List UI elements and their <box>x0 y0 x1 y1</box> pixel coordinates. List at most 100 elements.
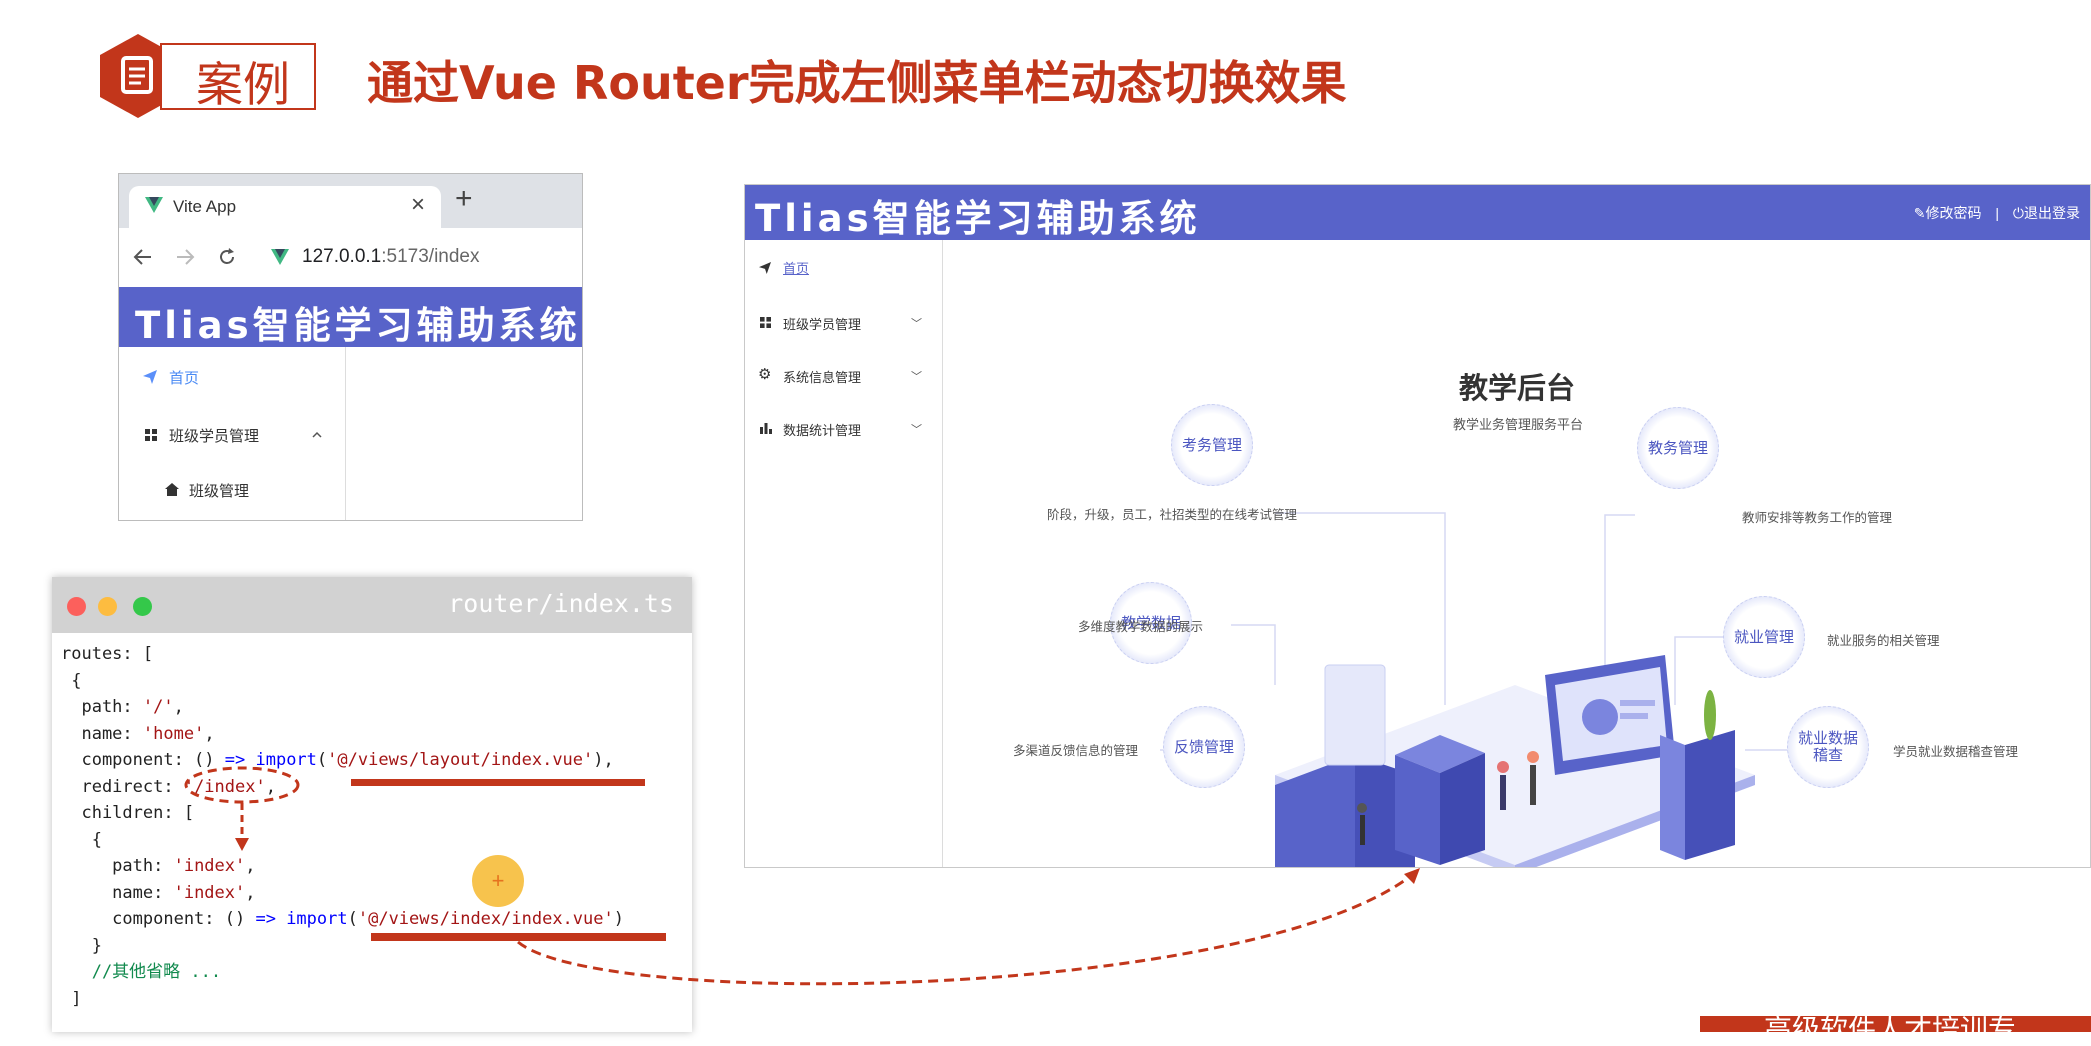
code-body: routes: [ { path: '/', name: 'home', com… <box>61 641 624 1012</box>
code-key: name: <box>61 882 174 903</box>
mini-tab-strip: Vite App × + <box>119 174 582 228</box>
code-string: '@/views/index/index.vue' <box>357 909 614 929</box>
node-employment-data-line2: 稽查 <box>1812 747 1843 764</box>
reload-icon[interactable] <box>217 247 237 267</box>
code-key: name: <box>61 723 143 744</box>
chevron-down-icon[interactable]: ﹀ <box>911 318 922 330</box>
redirect-arrow-head <box>235 838 249 851</box>
corner-banner-text: 高级软件人才培训专 <box>1764 1013 2017 1046</box>
change-password-link[interactable]: 修改密码 <box>1925 205 1982 221</box>
mini-browser-window: Vite App × + 127.0.0.1:5173/index Tlias智… <box>118 173 583 521</box>
maximize-dot-icon[interactable] <box>133 597 152 616</box>
send-icon <box>759 262 771 274</box>
mini-menu-home[interactable]: 首页 <box>169 370 200 387</box>
menu-class-students[interactable]: 班级学员管理 <box>783 317 862 332</box>
node-employment-data-audit[interactable]: 就业数据 稽查 <box>1787 706 1869 788</box>
dashboard-subtitle: 教学业务管理服务平台 <box>1453 417 1584 432</box>
node-teaching-data[interactable]: 教学数据 <box>1110 582 1192 664</box>
url-path: :5173/index <box>381 246 480 267</box>
mini-menu-class-students[interactable]: 班级学员管理 <box>169 428 260 445</box>
code-import: import <box>245 750 317 770</box>
mini-tab-close-icon[interactable]: × <box>411 191 426 218</box>
mini-app-title: Tlias智能学习辅助系统 <box>135 304 581 347</box>
dashboard-title: 教学后台 <box>1459 371 1576 405</box>
mini-browser-tab[interactable]: Vite App × <box>129 186 441 228</box>
code-string: 'home' <box>142 723 205 744</box>
code-string: '/index' <box>183 776 266 797</box>
node-exam-management[interactable]: 考务管理 <box>1171 404 1253 486</box>
code-line: component: () => import('@/views/index/i… <box>61 909 624 929</box>
code-string: '@/views/layout/index.vue' <box>327 750 594 770</box>
code-line: ] <box>61 988 82 1009</box>
forward-arrow-icon[interactable] <box>175 248 195 266</box>
code-punct: , <box>245 856 256 876</box>
slide-title: 通过Vue Router完成左侧菜单栏动态切换效果 <box>367 56 1347 110</box>
code-line: name: 'home', <box>61 723 215 744</box>
chevron-down-icon[interactable]: ﹀ <box>911 371 922 383</box>
code-punct: , <box>204 723 215 744</box>
code-line: children: [ <box>61 803 195 823</box>
code-punct: , <box>173 697 184 717</box>
menu-home-label: 首页 <box>783 261 810 276</box>
close-dot-icon[interactable] <box>67 597 86 616</box>
code-punct: ) <box>613 909 624 929</box>
node-feedback-desc: 多渠道反馈信息的管理 <box>1013 744 1139 758</box>
code-arrow: => <box>224 750 246 770</box>
code-comment: //其他省略 ... <box>61 962 222 982</box>
code-punct: ( <box>316 750 328 770</box>
app-window: Tlias智能学习辅助系统 ✎修改密码 | ⏻退出登录 首页 班级学员管理 ﹀ … <box>744 184 2091 868</box>
code-string: 'index' <box>173 856 246 876</box>
back-arrow-icon[interactable] <box>133 248 153 266</box>
code-line: } <box>61 935 102 956</box>
app-header: Tlias智能学习辅助系统 ✎修改密码 | ⏻退出登录 <box>745 185 2090 240</box>
app-title: Tlias智能学习辅助系统 <box>755 197 1201 240</box>
code-titlebar: router/index.ts <box>52 577 692 633</box>
link-arrow-curve <box>517 873 1413 986</box>
grid-icon <box>760 317 771 328</box>
mini-sidebar: 首页 班级学员管理 班级管理 <box>119 347 346 520</box>
power-icon: ⏻ <box>2012 205 2024 221</box>
home-icon <box>165 483 179 496</box>
header-actions: ✎修改密码 | ⏻退出登录 <box>1914 203 2080 223</box>
bar-chart-icon <box>760 423 772 434</box>
code-key: path: <box>61 856 174 876</box>
new-tab-icon[interactable]: + <box>455 182 473 215</box>
code-key: path: <box>61 697 143 717</box>
code-line: name: 'index', <box>61 882 255 903</box>
node-feedback-management[interactable]: 反馈管理 <box>1163 706 1245 788</box>
code-key: redirect: <box>61 776 184 797</box>
code-punct: , <box>265 776 276 797</box>
menu-system-info[interactable]: 系统信息管理 <box>783 370 862 385</box>
code-filename: router/index.ts <box>448 589 674 618</box>
code-string: '/' <box>142 697 174 717</box>
code-line: routes: [ <box>61 644 154 664</box>
chevron-down-icon[interactable]: ﹀ <box>911 424 922 436</box>
add-fab-button[interactable]: + <box>472 855 524 907</box>
node-employment-data-line1: 就业数据 <box>1797 730 1858 747</box>
redirect-highlight-ellipse <box>184 766 300 804</box>
case-hex-icon <box>100 34 176 118</box>
node-employment-management[interactable]: 就业管理 <box>1723 596 1805 678</box>
node-affairs-management[interactable]: 教务管理 <box>1637 407 1719 489</box>
edit-icon: ✎ <box>1913 205 1926 221</box>
code-punct: ( <box>347 909 358 929</box>
code-window: router/index.ts routes: [ { path: '/', n… <box>52 577 692 1032</box>
code-line: path: 'index', <box>61 856 256 876</box>
minimize-dot-icon[interactable] <box>98 597 117 616</box>
mini-url-text[interactable]: 127.0.0.1:5173/index <box>302 246 480 268</box>
mini-tab-title: Vite App <box>173 197 237 216</box>
chevron-up-icon <box>312 431 322 438</box>
gear-icon: ⚙ <box>758 366 772 383</box>
logout-link[interactable]: 退出登录 <box>2024 205 2080 221</box>
send-icon <box>143 370 157 384</box>
node-affairs-desc: 教师安排等教务工作的管理 <box>1742 511 1893 525</box>
menu-home[interactable]: 首页 <box>783 258 809 277</box>
mini-menu-class-management[interactable]: 班级管理 <box>189 483 250 500</box>
code-key: component: () <box>61 909 256 929</box>
node-employment-desc: 就业服务的相关管理 <box>1827 634 1940 648</box>
code-string: 'index' <box>173 882 246 903</box>
corner-banner-notch <box>1700 1016 1724 1032</box>
menu-data-stats[interactable]: 数据统计管理 <box>783 423 862 438</box>
node-teaching-data-desc: 多维度教学数据的展示 <box>1078 620 1204 634</box>
